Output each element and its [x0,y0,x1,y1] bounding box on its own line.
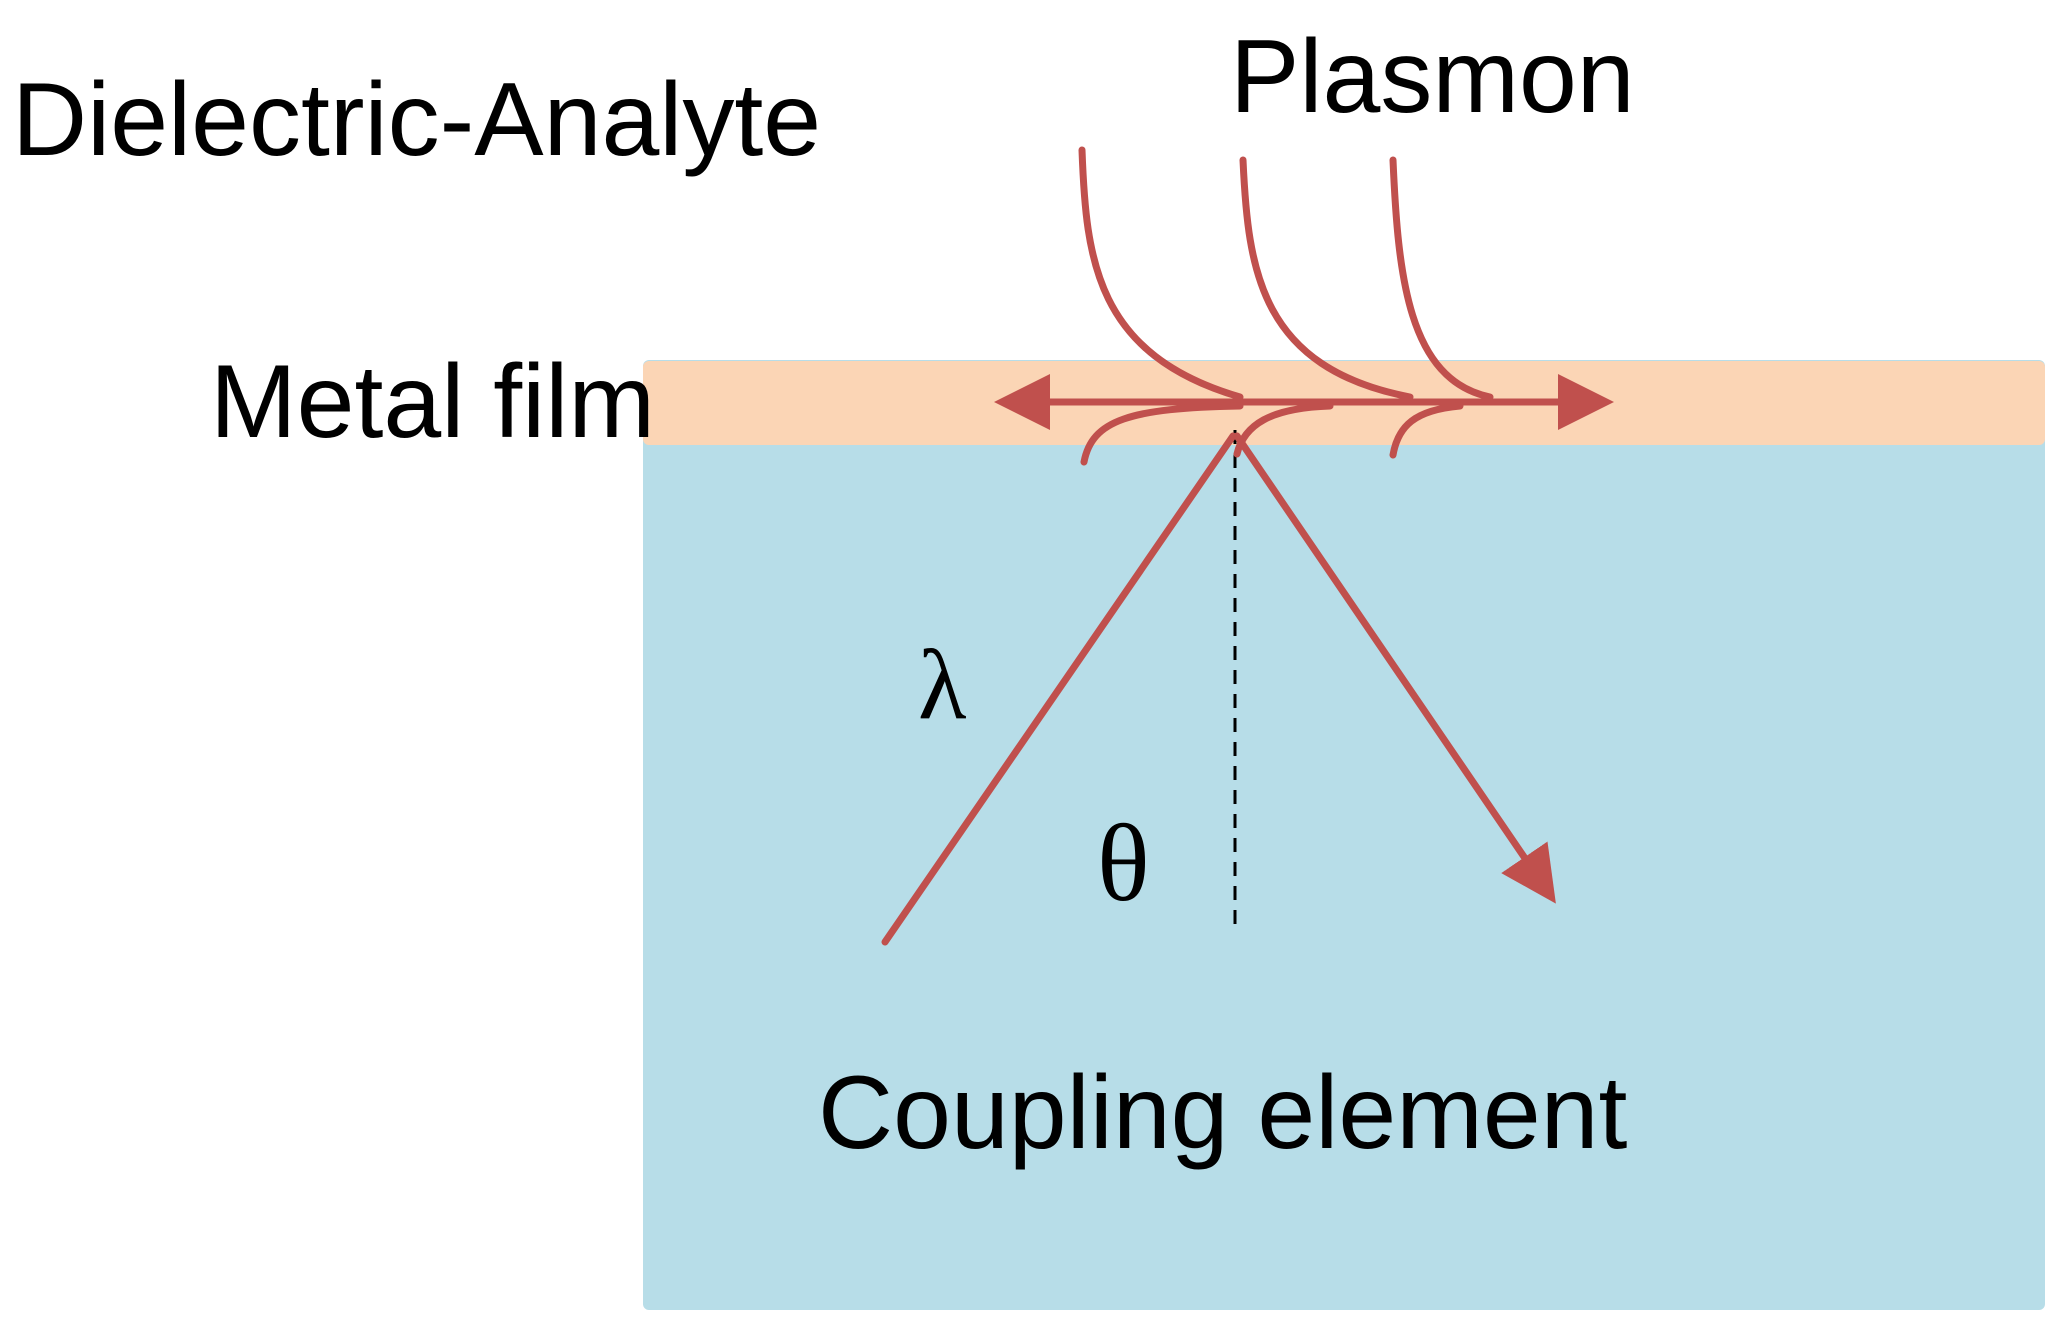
incident-ray [881,432,1237,946]
reflected-ray-arrow [1233,432,1556,904]
plasmon-curve-2-upper [1239,156,1414,401]
plasmon-curve-1-lower [1080,402,1244,466]
plasmon-curve-1-upper [1078,146,1244,401]
plasmon-curve-3-lower [1389,402,1464,459]
plasmon-curve-2-lower [1233,402,1334,458]
theta-symbol: θ [1097,802,1150,924]
plasmon-field-curves [1078,146,1494,466]
dielectric-analyte-label: Dielectric-Analyte [12,62,821,178]
metal-film-label: Metal film [210,344,655,460]
lambda-symbol: λ [918,629,967,740]
coupling-element-label: Coupling element [818,1055,1628,1171]
coupling-element-block [643,360,2045,1310]
plasmon-label: Plasmon [1230,19,1635,135]
plasmon-curve-3-upper [1389,156,1494,401]
